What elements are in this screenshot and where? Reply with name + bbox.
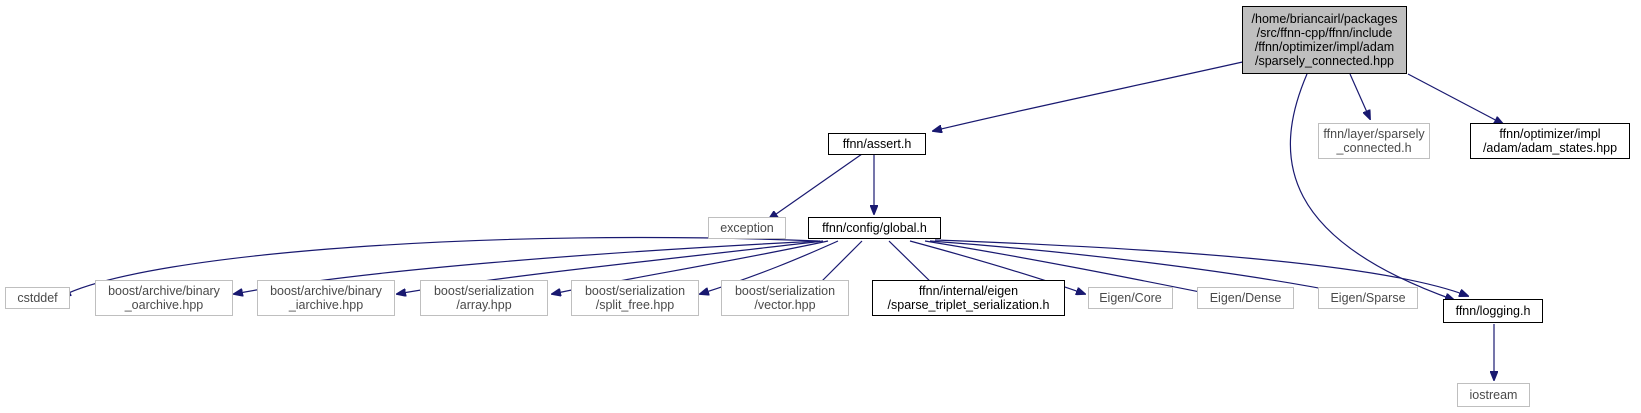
node-boost-serialization-split-free[interactable]: boost/serialization /split_free.hpp (571, 280, 699, 316)
edge-root-adam-states (1407, 73, 1503, 124)
node-boost-serialization-array[interactable]: boost/serialization /array.hpp (420, 280, 548, 316)
node-boost-serialization-vector[interactable]: boost/serialization /vector.hpp (721, 280, 849, 316)
edge-global-cstddef (62, 236, 819, 296)
edge-root-assert (933, 60, 1248, 131)
node-boost-binary-iarchive[interactable]: boost/archive/binary _iarchive.hpp (257, 280, 395, 316)
edge-root-layer-sparse (1349, 73, 1370, 119)
node-assert-h[interactable]: ffnn/assert.h (828, 133, 926, 155)
node-eigen-sparse[interactable]: Eigen/Sparse (1318, 287, 1418, 309)
node-adam-states-hpp[interactable]: ffnn/optimizer/impl /adam/adam_states.hp… (1470, 123, 1630, 159)
edge-assert-exception (769, 153, 863, 219)
edge-root-logging (1289, 73, 1454, 300)
node-boost-binary-oarchive[interactable]: boost/archive/binary _oarchive.hpp (95, 280, 233, 316)
edge-global-logging (934, 239, 1468, 296)
edge-global-eigen-sparse (929, 240, 1350, 294)
node-iostream[interactable]: iostream (1457, 383, 1530, 407)
node-eigen-dense[interactable]: Eigen/Dense (1197, 287, 1294, 309)
edge-global-eigen-core (909, 240, 1085, 294)
edge-global-boost-split (700, 240, 839, 294)
node-sparsely-connected-hpp[interactable]: /home/briancairl/packages /src/ffnn-cpp/… (1242, 6, 1407, 74)
node-cstddef[interactable]: cstddef (5, 287, 70, 309)
node-global-h[interactable]: ffnn/config/global.h (808, 217, 941, 239)
node-logging-h[interactable]: ffnn/logging.h (1443, 299, 1543, 323)
node-sparse-triplet-serialization-h[interactable]: ffnn/internal/eigen /sparse_triplet_seri… (872, 280, 1065, 316)
node-layer-sparsely-connected-h[interactable]: ffnn/layer/sparsely _connected.h (1318, 123, 1430, 159)
node-exception[interactable]: exception (708, 217, 786, 239)
edge-global-eigen-dense (924, 240, 1210, 294)
node-eigen-core[interactable]: Eigen/Core (1088, 287, 1173, 309)
